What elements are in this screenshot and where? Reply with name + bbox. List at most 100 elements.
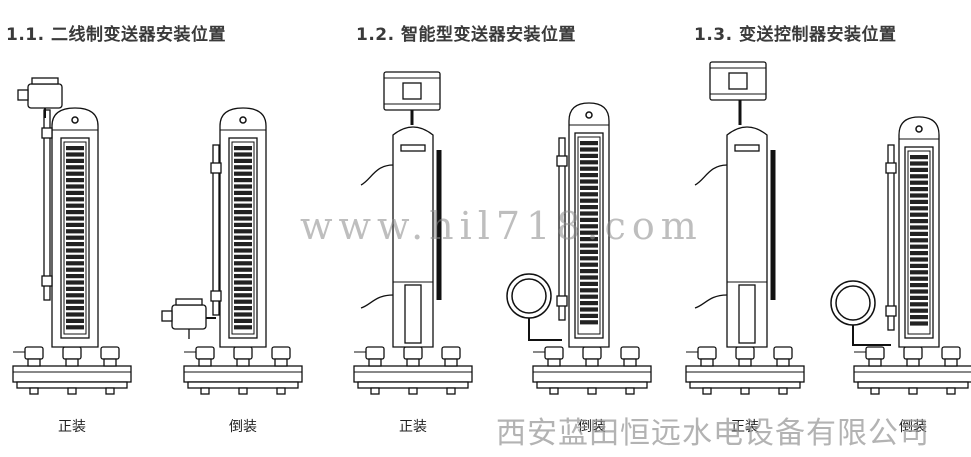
scale-flap-18 bbox=[910, 270, 928, 275]
bolt-end-2 bbox=[625, 387, 635, 395]
smart-display-window bbox=[728, 72, 748, 90]
scale-flap-7 bbox=[66, 190, 84, 195]
scale-flap-5 bbox=[66, 178, 84, 183]
scale-flap-0 bbox=[910, 155, 928, 160]
scale-flap-17 bbox=[580, 249, 598, 254]
scale-flap-16 bbox=[234, 248, 252, 253]
scale-flap-19 bbox=[234, 267, 252, 272]
scale-flap-16 bbox=[66, 248, 84, 253]
scale-flap-28 bbox=[234, 325, 252, 330]
scale-flap-3 bbox=[910, 174, 928, 179]
bolt-end-1 bbox=[587, 387, 597, 395]
bolt-washer-2 bbox=[944, 358, 958, 367]
scale-flap-24 bbox=[910, 308, 928, 313]
flange-lower-plate bbox=[357, 381, 469, 389]
scale-flap-21 bbox=[66, 280, 84, 285]
scale-flap-22 bbox=[66, 286, 84, 291]
probe-clamp-top bbox=[210, 162, 222, 174]
probe-clamp-top bbox=[556, 155, 568, 167]
bolt-end-2 bbox=[946, 387, 956, 395]
scale-flap-15 bbox=[580, 237, 598, 242]
scale-flap-6 bbox=[910, 193, 928, 198]
scale-flap-7 bbox=[234, 190, 252, 195]
scale-flap-3 bbox=[66, 165, 84, 170]
flange-plate bbox=[685, 365, 805, 383]
scale-flap-7 bbox=[910, 199, 928, 204]
gauge-conduit bbox=[528, 318, 562, 341]
caption-3-upright: 正装 bbox=[731, 419, 759, 435]
indicator-inner bbox=[907, 150, 931, 335]
bolt-nut-0 bbox=[697, 346, 717, 360]
scale-flap-9 bbox=[910, 212, 928, 217]
bolt-end-2 bbox=[276, 387, 286, 395]
transmitter-housing bbox=[27, 83, 63, 109]
scale-flap-19 bbox=[580, 262, 598, 267]
bolt-washer-1 bbox=[406, 358, 420, 367]
process-pipe-upper bbox=[694, 164, 728, 186]
flange-lower-plate bbox=[187, 381, 299, 389]
vessel-float bbox=[404, 284, 422, 344]
bolt-end-2 bbox=[446, 387, 456, 395]
scale-flap-0 bbox=[234, 146, 252, 151]
bolt-nut-1 bbox=[403, 346, 423, 360]
scale-flap-12 bbox=[580, 217, 598, 222]
bolt-washer-0 bbox=[700, 358, 714, 367]
bolt-nut-1 bbox=[903, 346, 923, 360]
bolt-washer-1 bbox=[65, 358, 79, 367]
bolt-washer-0 bbox=[547, 358, 561, 367]
bolt-nut-1 bbox=[735, 346, 755, 360]
bolt-end-2 bbox=[778, 387, 788, 395]
scale-flap-13 bbox=[580, 224, 598, 229]
scale-flap-22 bbox=[910, 295, 928, 300]
process-pipe-upper bbox=[360, 164, 394, 186]
bolt-washer-1 bbox=[738, 358, 752, 367]
scale-flap-0 bbox=[580, 141, 598, 146]
bolt-nut-2 bbox=[941, 346, 961, 360]
scale-flap-17 bbox=[910, 263, 928, 268]
scale-flap-6 bbox=[234, 184, 252, 189]
bolt-nut-1 bbox=[62, 346, 82, 360]
bolt-end-2 bbox=[105, 387, 115, 395]
scale-flap-20 bbox=[234, 274, 252, 279]
scale-flap-17 bbox=[66, 254, 84, 259]
section-title-3: 1.3. 变送控制器安装位置 bbox=[694, 25, 897, 45]
bolt-nut-2 bbox=[441, 346, 461, 360]
bolt-end-0 bbox=[370, 387, 380, 395]
scale-flap-21 bbox=[234, 280, 252, 285]
bolt-end-0 bbox=[29, 387, 39, 395]
scale-flap-22 bbox=[580, 281, 598, 286]
process-pipe-lower bbox=[694, 294, 728, 309]
scale-flap-20 bbox=[580, 269, 598, 274]
scale-flap-28 bbox=[580, 320, 598, 325]
smart-display-window bbox=[402, 82, 422, 100]
scale-flap-3 bbox=[580, 160, 598, 165]
section-title-1: 1.1. 二线制变送器安装位置 bbox=[6, 25, 226, 45]
scale-flap-23 bbox=[910, 302, 928, 307]
flange-lower-plate bbox=[857, 381, 969, 389]
scale-flap-13 bbox=[66, 229, 84, 234]
gauge-conduit bbox=[852, 325, 891, 346]
scale-flap-2 bbox=[66, 158, 84, 163]
scale-flap-16 bbox=[910, 257, 928, 262]
probe-clamp-bottom bbox=[41, 275, 53, 287]
gauge-face bbox=[835, 285, 871, 321]
scale-flap-8 bbox=[66, 197, 84, 202]
scale-flap-21 bbox=[910, 289, 928, 294]
bolt-nut-2 bbox=[620, 346, 640, 360]
scale-flap-24 bbox=[66, 299, 84, 304]
scale-flap-27 bbox=[66, 318, 84, 323]
flange-lower-plate bbox=[689, 381, 801, 389]
probe-clamp-top bbox=[885, 162, 897, 174]
scale-flap-13 bbox=[910, 238, 928, 243]
panel-3-inverted bbox=[830, 116, 971, 395]
bolt-end-1 bbox=[67, 387, 77, 395]
probe-clamp-bottom bbox=[885, 305, 897, 317]
scale-flap-6 bbox=[580, 179, 598, 184]
flange-plate bbox=[532, 365, 652, 383]
bolt-nut-0 bbox=[365, 346, 385, 360]
scale-flap-1 bbox=[580, 147, 598, 152]
scale-flap-25 bbox=[234, 306, 252, 311]
scale-flap-2 bbox=[580, 153, 598, 158]
bolt-end-0 bbox=[870, 387, 880, 395]
scale-flap-14 bbox=[66, 235, 84, 240]
